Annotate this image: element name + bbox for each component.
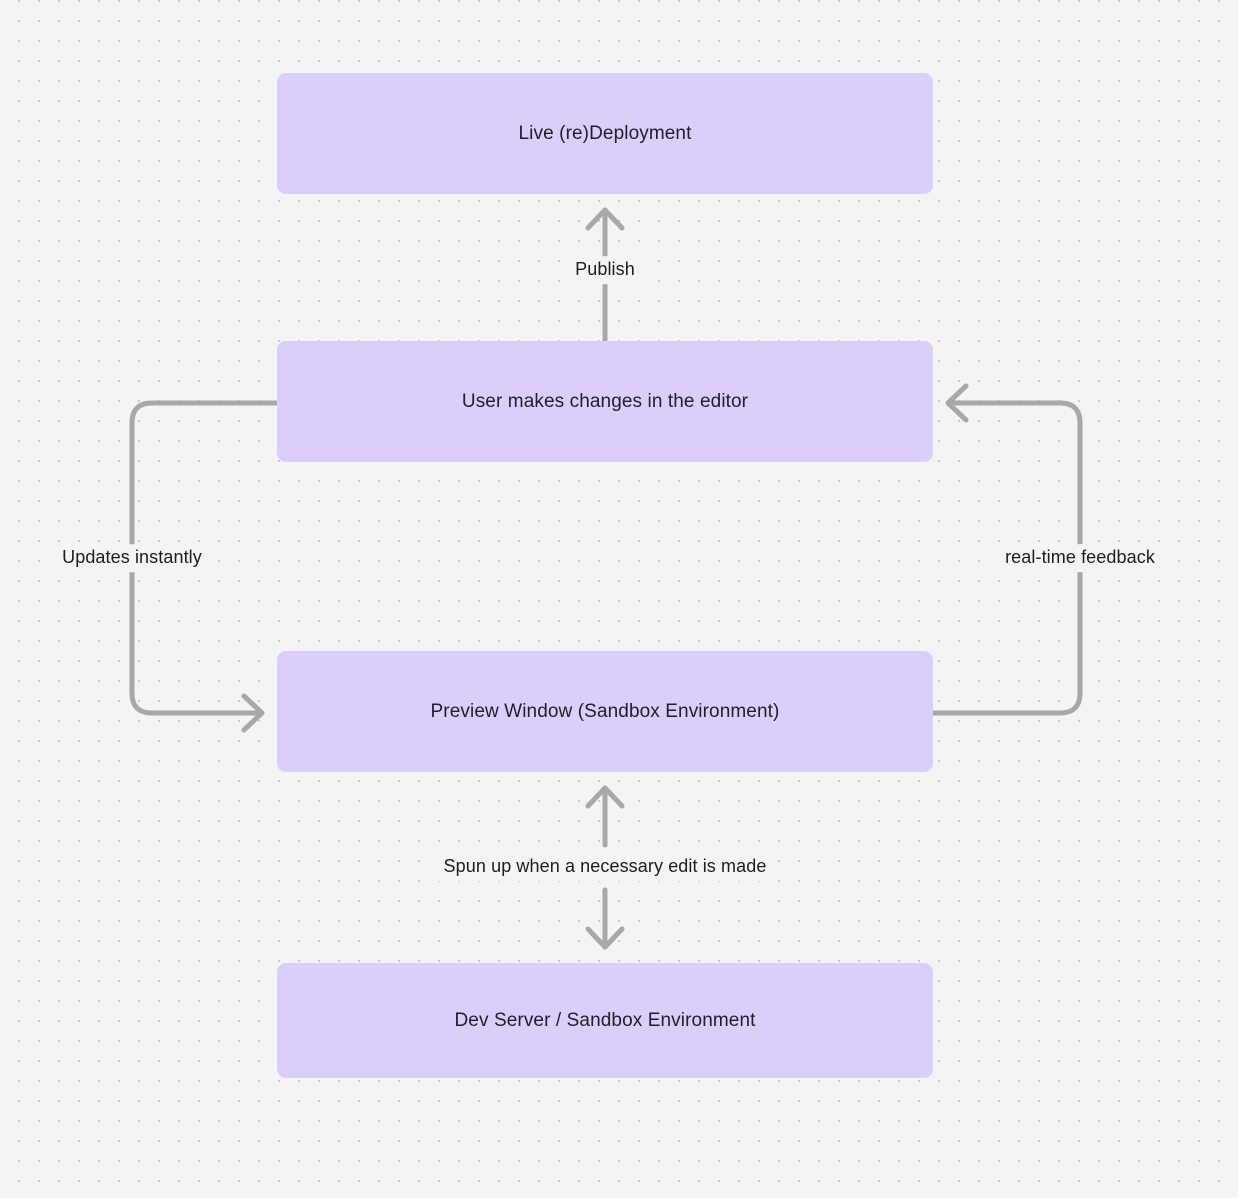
node-preview-window[interactable]: Preview Window (Sandbox Environment) [277,651,933,772]
edge-updates-instantly-arrowhead [241,693,265,733]
node-dev-server[interactable]: Dev Server / Sandbox Environment [277,963,933,1078]
edge-label-publish: Publish [568,256,642,284]
edge-label-updates-instantly: Updates instantly [55,544,209,572]
edge-publish-arrowhead [585,207,625,231]
node-user-edits-label: User makes changes in the editor [461,390,749,412]
node-dev-server-label: Dev Server / Sandbox Environment [454,1009,756,1031]
edge-real-time-feedback-arrowhead [945,383,969,423]
edge-spun-up-arrowhead-down [585,926,625,950]
edge-label-spun-up: Spun up when a necessary edit is made [436,853,774,881]
node-preview-window-label: Preview Window (Sandbox Environment) [430,700,780,722]
edge-label-real-time-feedback: real-time feedback [998,544,1162,572]
node-live-deployment[interactable]: Live (re)Deployment [277,73,933,194]
node-live-deployment-label: Live (re)Deployment [518,122,692,144]
edge-spun-up-arrowhead-up [585,785,625,809]
node-user-edits[interactable]: User makes changes in the editor [277,341,933,462]
